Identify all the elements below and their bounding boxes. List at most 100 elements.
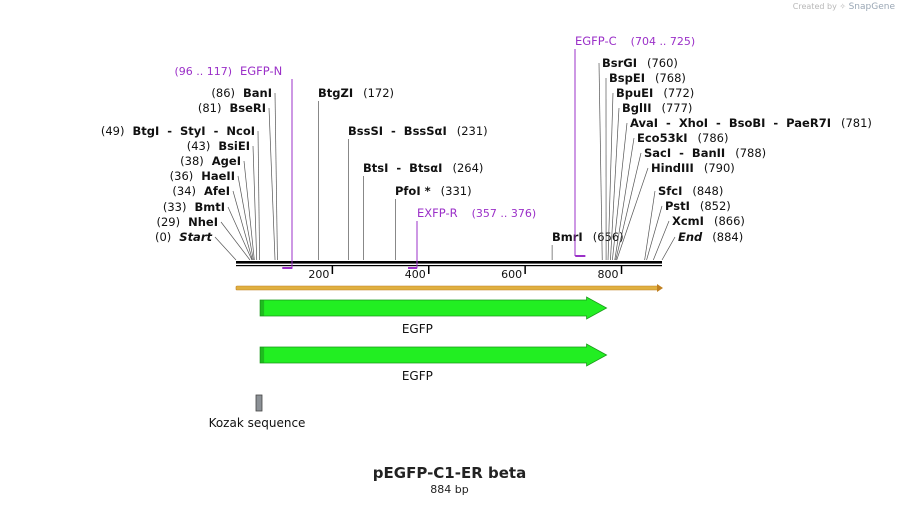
- site-name: BtsI - BtsαI: [363, 161, 442, 175]
- site-name: PfoI *: [395, 184, 431, 198]
- site-name: HaeII: [201, 169, 235, 183]
- site-name: BspEI: [609, 71, 645, 85]
- site-name: SacI - BanII: [644, 146, 725, 160]
- site-name: XcmI: [672, 214, 704, 228]
- site-position: (884): [712, 230, 743, 244]
- site-name: BseRI: [229, 101, 266, 115]
- site-leader-line: [268, 107, 276, 261]
- site-position: (264): [452, 161, 483, 175]
- ruler-tick-label: 600: [501, 268, 522, 281]
- credit-brand: SnapGene: [848, 2, 895, 12]
- snapgene-logo-icon: ✧: [839, 2, 847, 11]
- plasmid-name: pEGFP-C1-ER beta: [372, 464, 527, 482]
- site-leader-line: [220, 221, 251, 261]
- feature-arrow: [259, 343, 608, 367]
- site-position: (772): [663, 86, 694, 100]
- backbone-top-strand: [236, 261, 662, 264]
- orf-arrowhead: [657, 284, 663, 292]
- site-name: AgeI: [212, 154, 241, 168]
- site-position: (768): [655, 71, 686, 85]
- feature-arrow: [259, 296, 608, 320]
- site-leader-line: [614, 137, 635, 261]
- backbone-bottom-strand: [236, 265, 662, 267]
- orf-bar: [235, 285, 659, 291]
- site-name: BmrI: [552, 230, 583, 244]
- site-name: BanI: [243, 86, 272, 100]
- primer-range: (704 .. 725): [631, 35, 696, 48]
- site-name: SfcI: [658, 184, 682, 198]
- site-position: (786): [698, 131, 729, 145]
- feature-label: EGFP: [402, 322, 433, 336]
- site-position: (656): [593, 230, 624, 244]
- feature-label: EGFP: [402, 369, 433, 383]
- site-position: (777): [662, 101, 693, 115]
- site-leader-line: [653, 220, 670, 261]
- ruler-tick-label: 400: [405, 268, 426, 281]
- site-leader-line: [612, 122, 628, 261]
- site-name: BtgZI: [318, 86, 353, 100]
- site-name: AfeI: [204, 184, 230, 198]
- site-leader-line: [237, 175, 254, 261]
- primer-range: (357 .. 376): [472, 207, 537, 220]
- site-position: (29): [157, 215, 181, 229]
- site-name: BpuEI: [616, 86, 653, 100]
- feature-box: [255, 394, 263, 412]
- feature-arrow-start-mark: [260, 347, 265, 363]
- site-name: AvaI - XhoI - BsoBI - PaeR7I: [630, 116, 831, 130]
- site-position: (36): [170, 169, 194, 183]
- site-name: End: [678, 230, 703, 244]
- credit-label: Created by ✧ SnapGene: [793, 2, 895, 12]
- ruler-tick-label: 800: [598, 268, 619, 281]
- site-name: BtgI - StyI - NcoI: [132, 124, 255, 138]
- site-position: (43): [187, 139, 211, 153]
- primer-name: EGFP-C: [575, 34, 617, 48]
- site-name: BsiEI: [218, 139, 250, 153]
- site-leader-line: [610, 107, 620, 261]
- plasmid-length: 884 bp: [430, 483, 469, 496]
- site-position: (852): [700, 199, 731, 213]
- primer-name: EXFP-R: [417, 206, 458, 220]
- site-position: (848): [692, 184, 723, 198]
- site-leader-line: [214, 236, 237, 261]
- site-name: BssSI - BssSαI: [348, 124, 447, 138]
- site-leader-line: [232, 190, 253, 261]
- site-leader-line: [615, 152, 642, 261]
- feature-label: Kozak sequence: [209, 416, 306, 430]
- site-name: HindIII: [651, 161, 694, 175]
- site-name: BglII: [622, 101, 652, 115]
- site-position: (49): [101, 124, 125, 138]
- site-name: Eco53kI: [637, 131, 688, 145]
- site-position: (866): [714, 214, 745, 228]
- primer-name: EGFP-N: [240, 64, 282, 78]
- site-leader-line: [274, 92, 278, 261]
- site-position: (760): [647, 56, 678, 70]
- site-name: BmtI: [194, 200, 225, 214]
- site-position: (34): [172, 184, 196, 198]
- feature-arrow-start-mark: [260, 300, 265, 316]
- site-position: (81): [198, 101, 222, 115]
- site-position: (0): [155, 230, 171, 244]
- credit-prefix: Created by: [792, 2, 837, 11]
- site-name: BsrGI: [602, 56, 637, 70]
- site-leader-line: [646, 205, 663, 261]
- site-position: (172): [363, 86, 394, 100]
- site-leader-line: [243, 160, 255, 261]
- site-name: NheI: [188, 215, 218, 229]
- site-leader-line: [607, 92, 614, 261]
- site-position: (331): [441, 184, 472, 198]
- site-position: (781): [841, 116, 872, 130]
- site-position: (86): [211, 86, 235, 100]
- site-position: (38): [180, 154, 204, 168]
- site-position: (790): [704, 161, 735, 175]
- site-leader-line: [252, 145, 258, 261]
- site-leader-line: [661, 236, 676, 261]
- site-name: Start: [179, 230, 212, 244]
- site-leader-line: [598, 62, 603, 261]
- site-leader-line: [644, 190, 656, 261]
- site-position: (33): [163, 200, 187, 214]
- site-name: PstI: [665, 199, 690, 213]
- ruler-tick-label: 200: [308, 268, 329, 281]
- primer-range: (96 .. 117): [174, 65, 232, 78]
- site-leader-line: [227, 206, 253, 261]
